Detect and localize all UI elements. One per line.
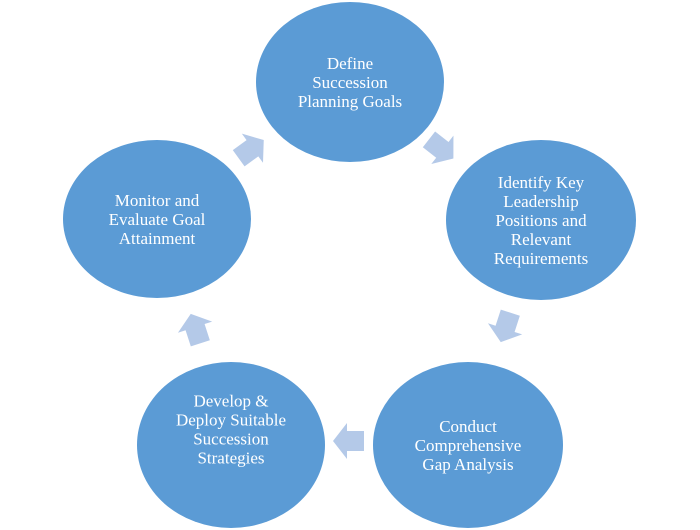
node-label-line: Define <box>327 54 373 73</box>
node-label-line: Planning Goals <box>298 92 402 111</box>
arrow-gap-analysis-to-develop-strategies-icon <box>333 423 364 459</box>
arrow-monitor-evaluate-to-define-goals-icon <box>232 133 264 167</box>
node-label-line: Leadership <box>503 192 579 211</box>
arrow-identify-positions-to-gap-analysis-icon <box>487 309 523 343</box>
node-label-line: Comprehensive <box>415 436 522 455</box>
arrow-define-goals-to-identify-positions-icon <box>422 131 454 165</box>
node-label-line: Relevant <box>511 230 572 249</box>
node-label-line: Conduct <box>439 417 497 436</box>
node-label-line: Strategies <box>197 449 264 468</box>
node-label-line: Evaluate Goal <box>109 210 206 229</box>
node-label-line: Monitor and <box>115 191 200 210</box>
node-label-line: Develop & <box>193 392 268 411</box>
node-label-line: Succession <box>193 430 269 449</box>
node-label-line: Attainment <box>119 229 196 248</box>
node-ellipse <box>137 362 325 528</box>
node-ellipse <box>63 140 251 298</box>
node-label-line: Positions and <box>495 211 587 230</box>
node-ellipse <box>373 362 563 528</box>
node-ellipse <box>446 140 636 300</box>
node-label-line: Deploy Suitable <box>176 411 286 430</box>
cycle-node-develop-strategies: Develop &Deploy SuitableSuccessionStrate… <box>137 362 325 528</box>
node-label-line: Identify Key <box>498 173 585 192</box>
node-ellipse <box>256 2 444 162</box>
arrow-develop-strategies-to-monitor-evaluate-icon <box>177 313 213 347</box>
node-label-line: Succession <box>312 73 388 92</box>
node-label-line: Requirements <box>494 249 588 268</box>
node-label-line: Gap Analysis <box>422 455 513 474</box>
arrows-layer <box>177 131 523 459</box>
